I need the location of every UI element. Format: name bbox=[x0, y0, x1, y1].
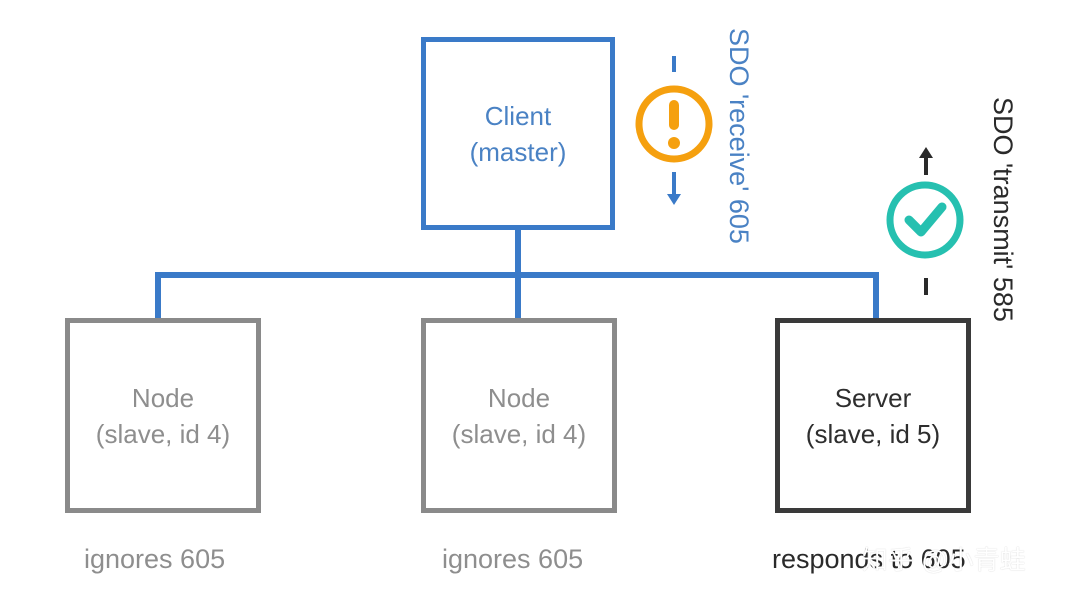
arrow-down-icon bbox=[667, 172, 681, 205]
node-role: (slave, id 4) bbox=[95, 418, 231, 449]
server-drop-wire bbox=[873, 272, 879, 320]
node1-caption: ignores 605 bbox=[84, 544, 226, 574]
node-title: Node bbox=[487, 382, 551, 413]
transmit-indicator bbox=[886, 147, 964, 295]
transmit-label: SDO 'transmit' 585 bbox=[988, 97, 1018, 322]
receive-label: SDO 'receive' 605 bbox=[724, 28, 754, 244]
client-role: (master) bbox=[469, 136, 567, 167]
exclamation-circle-icon bbox=[635, 85, 713, 163]
client-master-box: Client (master) bbox=[421, 37, 615, 230]
arrow-up-icon bbox=[919, 147, 933, 175]
node2-caption: ignores 605 bbox=[442, 544, 584, 574]
receive-indicator bbox=[635, 56, 713, 205]
node-slave-box-2: Node (slave, id 4) bbox=[421, 318, 617, 513]
server-slave-box: Server (slave, id 5) bbox=[775, 318, 971, 513]
server-caption: responds to 605 bbox=[772, 544, 966, 574]
bus-trunk-wire bbox=[515, 230, 521, 275]
client-title: Client bbox=[484, 100, 552, 131]
node-role: (slave, id 4) bbox=[451, 418, 587, 449]
node-slave-box-1: Node (slave, id 4) bbox=[65, 318, 261, 513]
check-circle-icon bbox=[886, 181, 964, 259]
watermark: 知乎 @小青蛙 bbox=[862, 545, 1026, 575]
server-title: Server bbox=[834, 382, 912, 413]
node2-drop-wire bbox=[515, 272, 521, 320]
node-title: Node bbox=[131, 382, 195, 413]
server-role: (slave, id 5) bbox=[805, 418, 941, 449]
node1-drop-wire bbox=[155, 272, 161, 320]
